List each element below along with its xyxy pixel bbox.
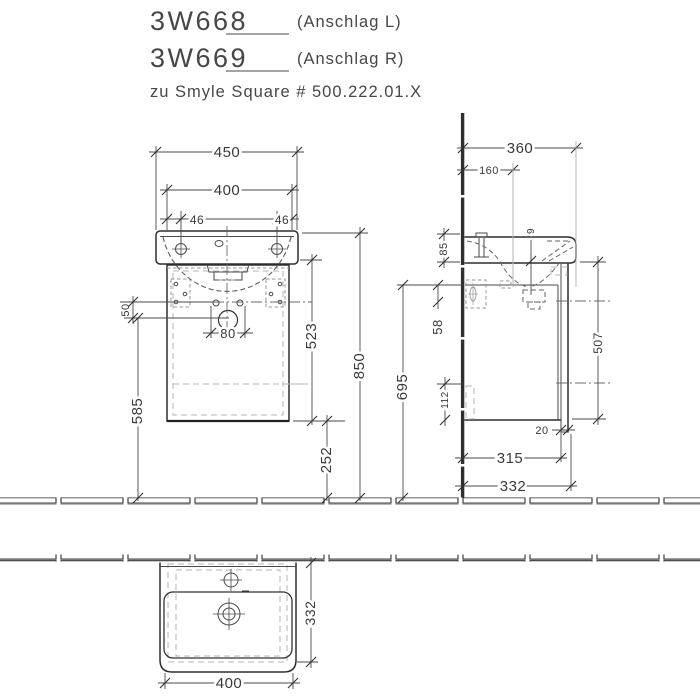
dim-total-depth: 332 <box>500 478 527 495</box>
dim-fixing-right: 46 <box>275 213 289 227</box>
wall-section-band <box>0 554 700 562</box>
dim-basin-edge-height: 85 <box>438 242 450 255</box>
dim-carcass-height: 695 <box>394 374 411 401</box>
dim-bottom-recess: 112 <box>440 391 451 408</box>
dim-cabinet-width: 400 <box>214 182 241 199</box>
dim-bottom-basin-width: 400 <box>216 675 243 692</box>
dim-door-height: 507 <box>591 332 605 354</box>
dim-total-height: 850 <box>351 353 368 380</box>
dim-bottom-basin-depth: 332 <box>302 601 318 626</box>
overflow-mark <box>214 240 224 247</box>
dim-hinge-offset: 58 <box>430 319 445 334</box>
bottom-tap-hole <box>220 569 242 591</box>
bottom-dim-lines <box>158 557 318 689</box>
front-view: 450 400 46 46 50 80 585 523 252 850 <box>120 142 371 504</box>
side-door-panel <box>560 263 569 433</box>
side-washbasin-profile <box>464 230 577 310</box>
dim-basin-depth: 360 <box>507 140 534 157</box>
front-cabinet-outline <box>166 264 290 423</box>
front-fixing-hole-right <box>268 240 286 258</box>
article-note-right: (Anschlag R) <box>297 50 404 68</box>
dim-tap-hole-offset: 160 <box>479 165 499 177</box>
dim-hole-offset: 50 <box>120 303 132 316</box>
dim-outlet-height: 585 <box>129 398 146 425</box>
wall-line <box>459 113 466 498</box>
dim-body-height: 523 <box>303 323 320 350</box>
side-view: 360 160 85 58 9 695 507 112 20 315 332 <box>392 138 610 504</box>
article-number-right: 3W669 <box>150 43 248 73</box>
front-pipe-holes <box>212 299 244 331</box>
article-note-left: (Anschlag L) <box>297 13 402 31</box>
article-number-left: 3W668 <box>150 6 248 36</box>
dim-carcass-depth: 315 <box>497 450 524 467</box>
dim-front-edge: 9 <box>526 228 537 234</box>
front-drain-fitting <box>206 263 250 281</box>
side-carcass-outline <box>464 284 562 421</box>
bottom-view: 332 400 <box>158 557 321 695</box>
side-mounting-bracket <box>465 279 487 309</box>
dim-floor-clearance: 252 <box>318 447 335 474</box>
side-bottom-recess-hidden <box>465 385 475 420</box>
bottom-drain-hole <box>213 598 245 630</box>
title-block: 3W668 (Anschlag L) 3W669 (Anschlag R) zu… <box>150 6 422 101</box>
front-mounting-bracket-right <box>265 278 286 308</box>
front-mounting-bracket-left <box>170 278 191 308</box>
floor-section-band <box>0 497 700 505</box>
bottom-hidden-cabinet <box>167 563 288 663</box>
side-hidden-fitting <box>499 280 512 289</box>
dim-basin-width: 450 <box>214 144 241 161</box>
front-dim-lines <box>127 146 368 504</box>
dim-door-thickness: 20 <box>535 425 548 437</box>
dim-fixing-left: 46 <box>190 213 204 227</box>
bottom-bowl-outline <box>163 591 293 659</box>
bottom-washbasin-outline <box>159 562 297 673</box>
side-dim-lines <box>397 141 606 504</box>
dim-hole-spacing: 80 <box>220 326 235 341</box>
reference-text: zu Smyle Square # 500.222.01.X <box>150 83 422 101</box>
